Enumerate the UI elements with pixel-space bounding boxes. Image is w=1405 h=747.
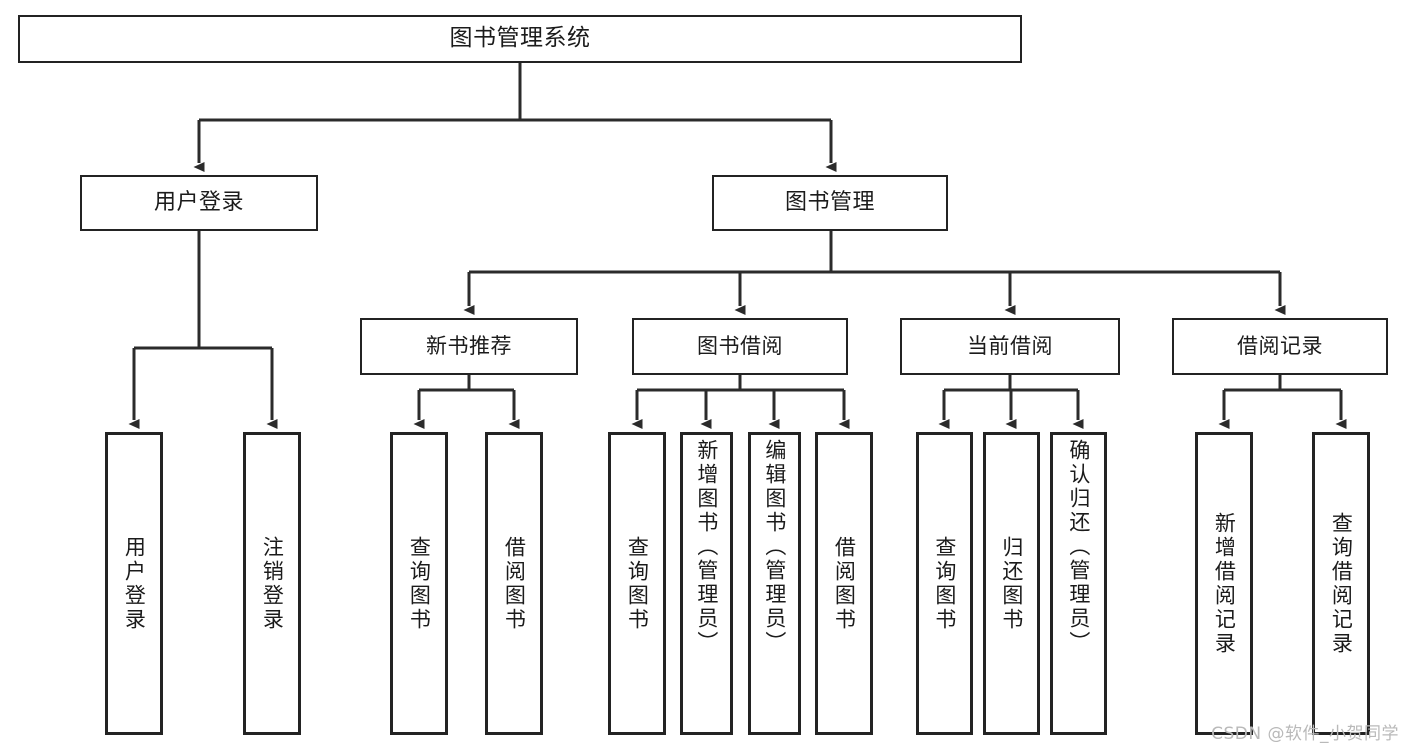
node-book-management[interactable]: 图书管理: [712, 175, 948, 231]
node-current-borrow-label: 当前借阅: [967, 333, 1053, 358]
leaf-add-borrow-record-label: 新增借阅记录: [1212, 511, 1237, 656]
node-root[interactable]: 图书管理系统: [18, 15, 1022, 63]
leaf-logout[interactable]: 注销登录: [243, 432, 301, 735]
node-user-login-label: 用户登录: [153, 189, 244, 215]
node-root-label: 图书管理系统: [449, 25, 591, 52]
leaf-confirm-return-admin-label: 确认归还（管理员）: [1066, 439, 1091, 655]
leaf-add-book-admin[interactable]: 新增图书（管理员）: [680, 432, 733, 735]
leaf-add-book-admin-label: 新增图书（管理员）: [694, 439, 719, 655]
node-new-book-recommend-label: 新书推荐: [426, 333, 512, 358]
leaf-query-book-current[interactable]: 查询图书: [916, 432, 973, 735]
leaf-confirm-return-admin[interactable]: 确认归还（管理员）: [1050, 432, 1107, 735]
node-book-borrow-label: 图书借阅: [697, 333, 783, 358]
watermark-text: CSDN @软件_小贺同学: [1211, 724, 1399, 744]
leaf-query-borrow-record-label: 查询借阅记录: [1329, 511, 1354, 656]
leaf-borrow-book[interactable]: 借阅图书: [815, 432, 873, 735]
leaf-add-borrow-record[interactable]: 新增借阅记录: [1195, 432, 1253, 735]
node-book-borrow[interactable]: 图书借阅: [632, 318, 848, 375]
node-new-book-recommend[interactable]: 新书推荐: [360, 318, 578, 375]
leaf-user-login-label: 用户登录: [122, 535, 147, 632]
node-user-login[interactable]: 用户登录: [80, 175, 318, 231]
leaf-query-book-current-label: 查询图书: [932, 535, 957, 632]
node-book-management-label: 图书管理: [784, 189, 875, 215]
leaf-edit-book-admin-label: 编辑图书（管理员）: [762, 439, 787, 655]
leaf-query-book-borrow[interactable]: 查询图书: [608, 432, 666, 735]
leaf-return-book[interactable]: 归还图书: [983, 432, 1040, 735]
node-current-borrow[interactable]: 当前借阅: [900, 318, 1120, 375]
leaf-edit-book-admin[interactable]: 编辑图书（管理员）: [748, 432, 801, 735]
leaf-logout-label: 注销登录: [260, 535, 285, 632]
leaf-borrow-book-recommend[interactable]: 借阅图书: [485, 432, 543, 735]
leaf-query-book-recommend[interactable]: 查询图书: [390, 432, 448, 735]
leaf-return-book-label: 归还图书: [999, 535, 1024, 632]
leaf-borrow-book-label: 借阅图书: [832, 535, 857, 632]
node-borrow-record[interactable]: 借阅记录: [1172, 318, 1388, 375]
leaf-query-book-recommend-label: 查询图书: [407, 535, 432, 632]
leaf-query-borrow-record[interactable]: 查询借阅记录: [1312, 432, 1370, 735]
leaf-borrow-book-recommend-label: 借阅图书: [502, 535, 527, 632]
leaf-user-login[interactable]: 用户登录: [105, 432, 163, 735]
leaf-query-book-borrow-label: 查询图书: [625, 535, 650, 632]
node-borrow-record-label: 借阅记录: [1237, 333, 1323, 358]
